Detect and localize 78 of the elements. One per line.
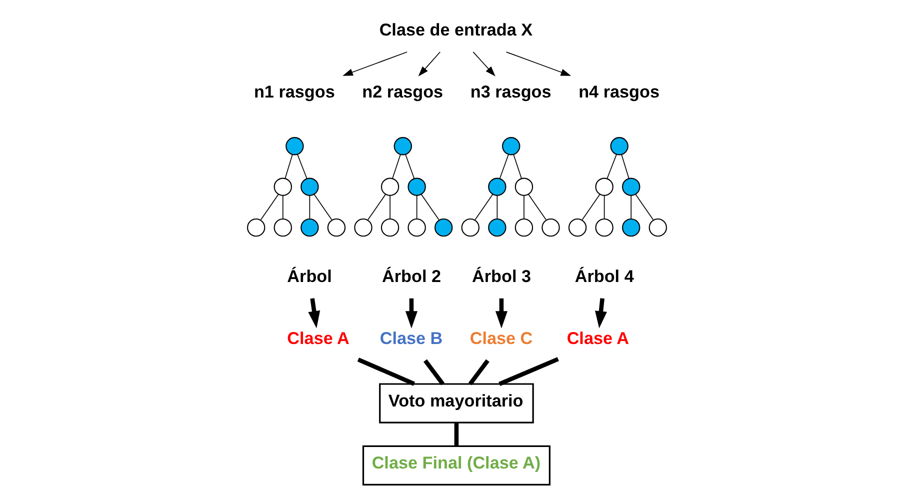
node-text: Árbol 3 [472,266,531,286]
node-circle [286,136,304,155]
connector [309,194,310,219]
arrow [308,298,320,328]
arrow [495,298,508,328]
node-circle [394,136,412,155]
arrow [506,51,572,76]
node-circle [648,218,667,236]
connector [496,194,498,219]
connector [604,194,605,219]
node-circle [488,218,506,236]
node-text: n4 rasgos [578,81,660,102]
node-circle [542,218,560,236]
connector [314,193,332,220]
node-circle [514,218,534,236]
connector [405,154,415,178]
node-circle [300,218,319,236]
node-circle [380,177,400,196]
node-circle [434,218,453,236]
connector [513,154,522,178]
connector [420,193,440,220]
node-circle [408,177,426,196]
node-text: Clase A [287,328,350,348]
node-circle [595,218,614,236]
node-circle [300,177,319,196]
node-box: Voto mayoritario [379,382,534,423]
arrow [418,51,441,76]
connector [392,154,401,178]
connector [282,194,284,219]
connector [499,154,509,178]
arrow [472,51,496,76]
connector [528,193,546,220]
connector [454,422,459,446]
node-circle [502,136,520,155]
connector [582,193,600,220]
node-circle [595,177,614,196]
node-circle [488,177,506,196]
connector [357,357,416,386]
node-circle [274,177,292,196]
node-circle [610,136,628,155]
node-circle [274,218,292,236]
connector [424,358,445,385]
node-text: n3 rasgos [470,81,552,102]
node-text: Árbol 4 [574,266,634,286]
node-circle [568,218,587,236]
connector [297,153,308,178]
connector [368,193,386,220]
connector [474,193,494,220]
arrow [595,298,607,328]
connector [498,356,559,386]
node-text: n1 rasgos [254,81,335,102]
connector [630,194,632,219]
node-circle [622,177,640,196]
node-text: n2 rasgos [362,81,444,102]
node-circle [327,218,346,236]
node-circle [380,218,400,236]
node-text: Clase C [470,328,533,348]
node-circle [247,218,266,236]
connector [468,358,490,385]
node-box: Clase Final (Clase A) [362,444,550,486]
arrow [405,298,418,328]
node-text: Árbol 2 [382,266,441,286]
connector [606,153,617,178]
node-circle [461,218,480,236]
connector [260,193,279,220]
arrow [342,51,408,76]
node-text: Clase de entrada X [379,19,533,40]
node-text: Árbol [287,266,332,286]
node-circle [514,177,534,196]
node-circle [354,218,372,236]
connector [416,194,418,219]
connector [621,154,630,178]
node-circle [408,218,426,236]
connector [284,154,293,178]
node-circle [622,218,640,236]
connector [635,193,654,220]
node-text: Clase A [566,328,630,348]
node-text: Clase B [380,328,443,348]
